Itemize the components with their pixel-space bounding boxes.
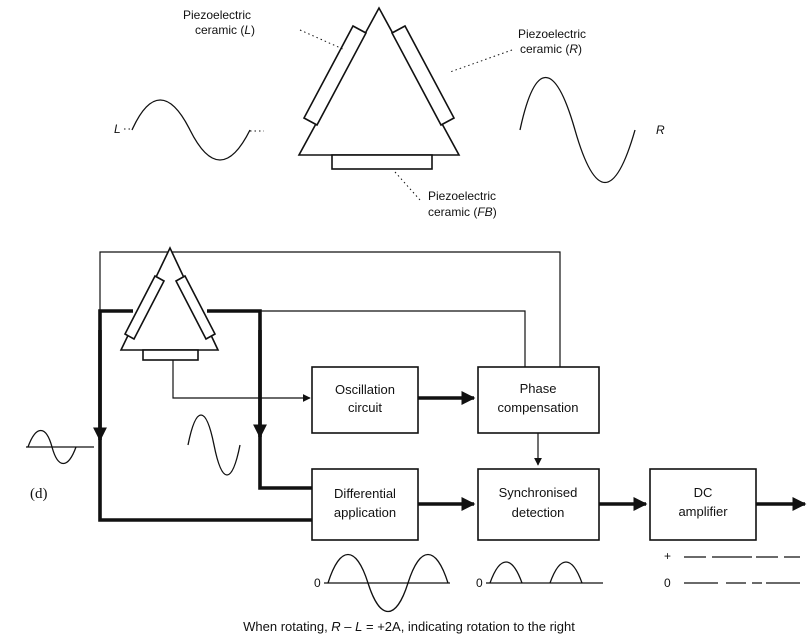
svg-text:detection: detection bbox=[512, 505, 565, 520]
svg-text:0: 0 bbox=[664, 576, 671, 590]
svg-text:compensation: compensation bbox=[498, 400, 579, 415]
piezo-plate-bottom bbox=[331, 154, 433, 170]
label-piezo-bottom: Piezoelectric bbox=[428, 189, 496, 203]
svg-text:ceramic (FB): ceramic (FB) bbox=[428, 205, 497, 219]
block-differential-application bbox=[311, 468, 419, 541]
waveform-input-right bbox=[187, 414, 241, 476]
svg-text:DC: DC bbox=[694, 485, 713, 500]
block-synchronised-detection bbox=[477, 468, 600, 541]
waveform-l bbox=[131, 99, 251, 161]
svg-text:0: 0 bbox=[476, 576, 483, 590]
circuit: (d) Oscillation circuit Phase compensati… bbox=[26, 246, 807, 613]
piezo-plate-left bbox=[302, 24, 368, 127]
panel-label-d: (d) bbox=[30, 486, 48, 502]
block-oscillation-circuit bbox=[311, 366, 419, 434]
signal-label-l: L bbox=[114, 122, 121, 136]
svg-text:Oscillation: Oscillation bbox=[335, 382, 395, 397]
top-sensor: Piezoelectric ceramic (L) Piezoelectric … bbox=[114, 6, 665, 219]
waveform-rectified bbox=[489, 561, 583, 584]
svg-text:application: application bbox=[334, 505, 396, 520]
block-phase-compensation bbox=[477, 366, 600, 434]
signal-label-r: R bbox=[656, 123, 665, 137]
caption: When rotating, R – L = +2A, indicating r… bbox=[243, 619, 575, 634]
label-piezo-left: Piezoelectric bbox=[183, 8, 251, 22]
svg-text:ceramic (R): ceramic (R) bbox=[520, 42, 582, 56]
block-dc-amplifier bbox=[649, 468, 757, 541]
svg-text:Differential: Differential bbox=[334, 486, 396, 501]
svg-text:ceramic (L): ceramic (L) bbox=[195, 23, 255, 37]
svg-text:Phase: Phase bbox=[520, 381, 557, 396]
waveform-differential-out bbox=[327, 553, 449, 613]
svg-text:0: 0 bbox=[314, 576, 321, 590]
label-piezo-right: Piezoelectric bbox=[518, 27, 586, 41]
svg-text:amplifier: amplifier bbox=[678, 504, 728, 519]
waveform-r bbox=[519, 77, 636, 183]
svg-text:circuit: circuit bbox=[348, 400, 382, 415]
svg-text:+: + bbox=[664, 549, 671, 563]
svg-text:Synchronised: Synchronised bbox=[499, 485, 578, 500]
piezo-plate-right bbox=[390, 24, 456, 127]
waveform-input-left bbox=[27, 429, 77, 465]
